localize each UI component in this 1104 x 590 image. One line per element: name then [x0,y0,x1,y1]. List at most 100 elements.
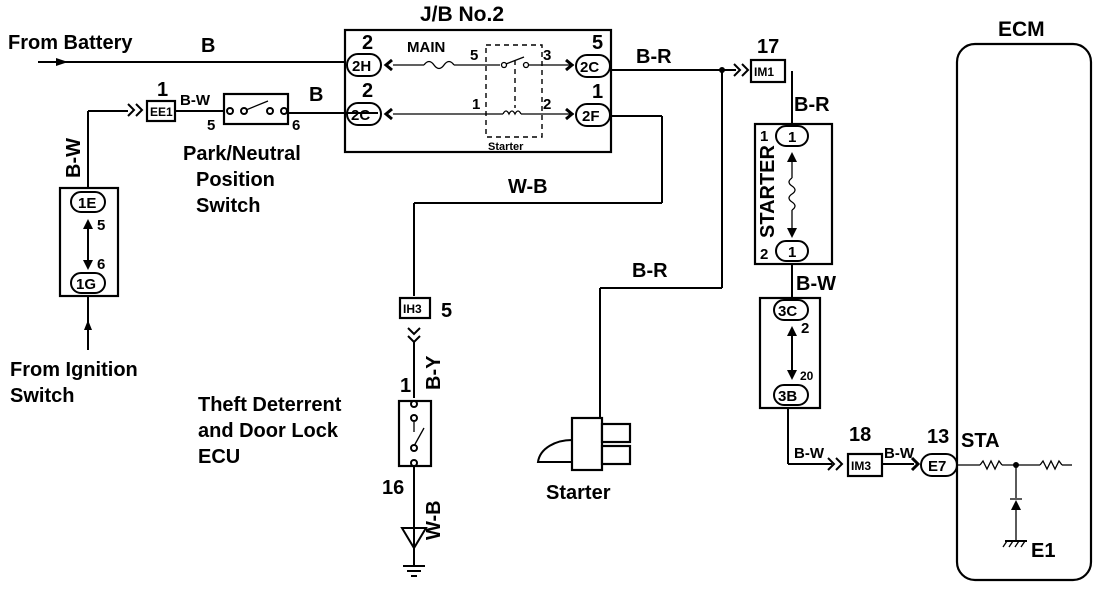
terminal-1e-label: 1E [78,195,96,212]
terminal-2h-label: 2H [352,58,371,75]
terminal-2c-right [575,54,611,78]
im3-out-wire-color: B-W [884,445,915,462]
im1-chevron-icon [733,63,750,77]
terminal-3b-label: 3B [778,388,797,405]
relay-coil-icon [502,110,522,116]
relay-label: Starter [488,141,524,153]
left-block-pin-top: 5 [97,217,105,234]
terminal-3b [773,384,809,406]
theft-ecu-line2: and Door Lock [198,420,339,442]
ih3-pin: 5 [441,300,452,322]
ih3-chevron-icon [407,327,421,344]
ecm-resistor-2-icon [1039,459,1063,471]
main-fuse-label: MAIN [407,39,445,56]
im3-in-wire-color: B-W [794,445,825,462]
theft-ecu-line1: Theft Deterrent [198,394,342,416]
pnp-pin-right: 6 [292,117,300,134]
ecm-title: ECM [998,18,1045,41]
park-neutral-switch [222,92,290,126]
chevron-2f-icon [565,107,575,121]
connector-im1-label: IM1 [754,65,774,79]
ecm-e1-label: E1 [1031,540,1055,562]
from-ignition-line2: Switch [10,385,74,407]
chevron-2h-icon [383,58,393,72]
theft-ecu-line3: ECU [198,446,240,468]
ecm-sta-label: STA [961,430,1000,452]
starter-fuse-terminal-bottom-label: 1 [788,244,796,261]
terminal-2c-left-label: 2C [351,107,370,124]
wb-wire-color: W-B [508,176,548,198]
left-block-pin-bottom: 6 [97,256,105,273]
ground-connector-icon [400,527,428,550]
from-ignition-line1: From Ignition [10,359,138,381]
ee1-pin: 1 [157,79,168,101]
starter-fuse-terminal-bottom [775,240,809,262]
jb-2h-pin: 2 [362,32,373,54]
junction3-pin-bottom: 20 [800,369,814,383]
jb-2f-pin: 1 [592,81,603,103]
jb-out-wire-color: B-R [636,46,672,68]
terminal-e7-label: E7 [928,458,946,475]
starter-fuse-pin-top: 1 [760,128,768,145]
starter-fuse-terminal-top-label: 1 [788,129,796,146]
starter-fuse-icon [788,177,796,211]
fuse-in-wire-color: B-R [794,94,830,116]
battery-arrow-icon [56,58,68,66]
ecm-diode-icon [1011,500,1021,510]
connector-im1 [749,58,787,84]
terminal-2f [575,103,611,127]
jb-2c-left-pin: 2 [362,80,373,102]
jb-2c-right-pin: 5 [592,32,603,54]
connector-im3-label: IM3 [851,459,871,473]
relay-pin-5: 5 [470,47,478,64]
junction-block-no2 [343,28,613,154]
terminal-2c-right-label: 2C [580,59,599,76]
fuse-out-wire-color: B-W [796,273,836,295]
terminal-2h [346,53,382,77]
chevron-2c-icon [383,107,393,121]
e7-pin: 13 [927,426,949,448]
ee1-wire-color: B-W [180,92,211,109]
battery-wire-color: B [201,35,215,57]
ecm-resistor-1-icon [979,459,1003,471]
terminal-1e [70,191,106,213]
terminal-1g [70,272,106,294]
pnp-pin-left: 5 [207,117,215,134]
ee1-chevron-icon [127,103,144,117]
connector-ih3-label: IH3 [403,302,422,316]
ecu-in-wire-color: B-Y [423,355,445,390]
starter-fuse-terminal-top [775,125,809,147]
pnp-switch-contact [245,100,269,111]
main-fuse-icon [423,60,455,70]
relay-pin-2: 2 [543,96,551,113]
starter-fuse-pin-bottom: 2 [760,246,768,263]
ecu-switch-contact [413,427,425,447]
starter-relay [485,44,543,138]
terminal-3c [773,299,809,321]
pnp-wire-color: B [309,84,323,106]
pnp-label-line3: Switch [196,195,260,217]
theft-deterrent-ecu-box [397,399,433,468]
from-battery-label: From Battery [8,32,133,54]
starter-fuse-name: STARTER [757,144,779,238]
connector-ee1-label: EE1 [150,105,173,119]
chevron-2c-right-icon [565,58,575,72]
im3-pin: 18 [849,424,871,446]
im3-chevron-icon [827,457,844,471]
ignition-arrow-icon [84,320,92,330]
e7-chevron-icon [910,456,921,472]
theft-ecu-pin-top: 1 [400,375,411,397]
starter-motor-icon [536,416,632,472]
pnp-label-line1: Park/Neutral [183,143,301,165]
theft-ecu-pin-bottom: 16 [382,477,404,499]
terminal-1g-label: 1G [76,276,96,293]
left-wire-color: B-W [63,138,85,178]
terminal-3c-label: 3C [778,303,797,320]
pnp-label-line2: Position [196,169,275,191]
ecm-box [955,42,1093,582]
relay-pin-3: 3 [543,47,551,64]
relay-pin-1: 1 [472,96,480,113]
terminal-2f-label: 2F [582,108,600,125]
ecu-out-wire-color: W-B [423,500,445,540]
